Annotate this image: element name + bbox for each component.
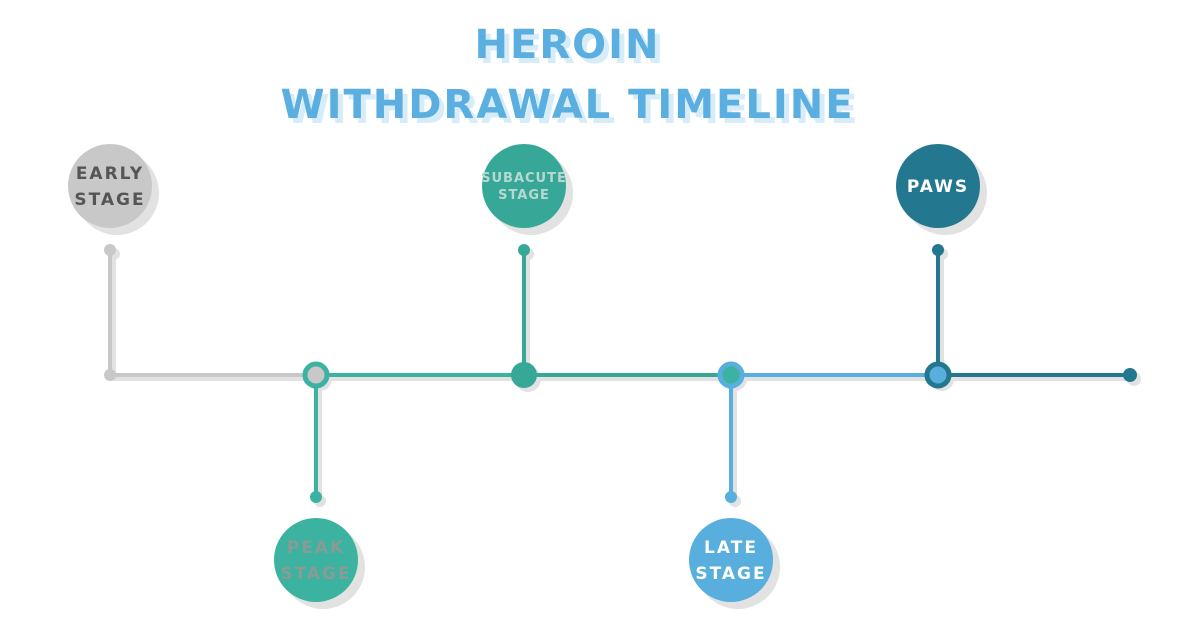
axis-end-dot bbox=[1123, 368, 1137, 382]
stage-label-peak: STAGE bbox=[280, 564, 351, 584]
stage-circle-early bbox=[68, 144, 152, 228]
stage-circle-late bbox=[689, 518, 773, 602]
axis-node bbox=[717, 361, 745, 389]
stage-circle-paws bbox=[896, 144, 980, 228]
shadow-layer bbox=[75, 151, 1141, 609]
connector-dot bbox=[518, 244, 530, 256]
stage-circle-subacute bbox=[482, 144, 566, 228]
axis-node bbox=[924, 361, 952, 389]
connector-dot bbox=[725, 491, 737, 503]
stage-label-early: STAGE bbox=[74, 190, 145, 210]
timeline-nodes bbox=[104, 244, 1137, 503]
title-line-1: HEROIN bbox=[474, 22, 661, 68]
stage-label-early: EARLY bbox=[76, 164, 144, 184]
stage-circles: EARLY STAGE PEAK STAGE SUBACUTE STAGE LATE STAG… bbox=[68, 144, 980, 602]
axis-node bbox=[302, 361, 330, 389]
stage-label-paws: PAWS bbox=[907, 177, 969, 197]
connector-dot bbox=[932, 244, 944, 256]
timeline-connectors bbox=[108, 250, 1132, 497]
title-line-2: WITHDRAWAL TIMELINE bbox=[280, 82, 855, 128]
axis-node bbox=[511, 362, 537, 388]
stage-label-subacute: SUBACUTE bbox=[481, 171, 567, 186]
stage-circle-peak bbox=[274, 518, 358, 602]
axis-node bbox=[104, 369, 116, 381]
connector-dot bbox=[104, 244, 116, 256]
stage-label-subacute: STAGE bbox=[498, 188, 550, 203]
stage-label-late: LATE bbox=[704, 538, 758, 558]
stage-label-late: STAGE bbox=[695, 564, 766, 584]
stage-label-peak: PEAK bbox=[287, 538, 345, 558]
connector-dot bbox=[310, 491, 322, 503]
